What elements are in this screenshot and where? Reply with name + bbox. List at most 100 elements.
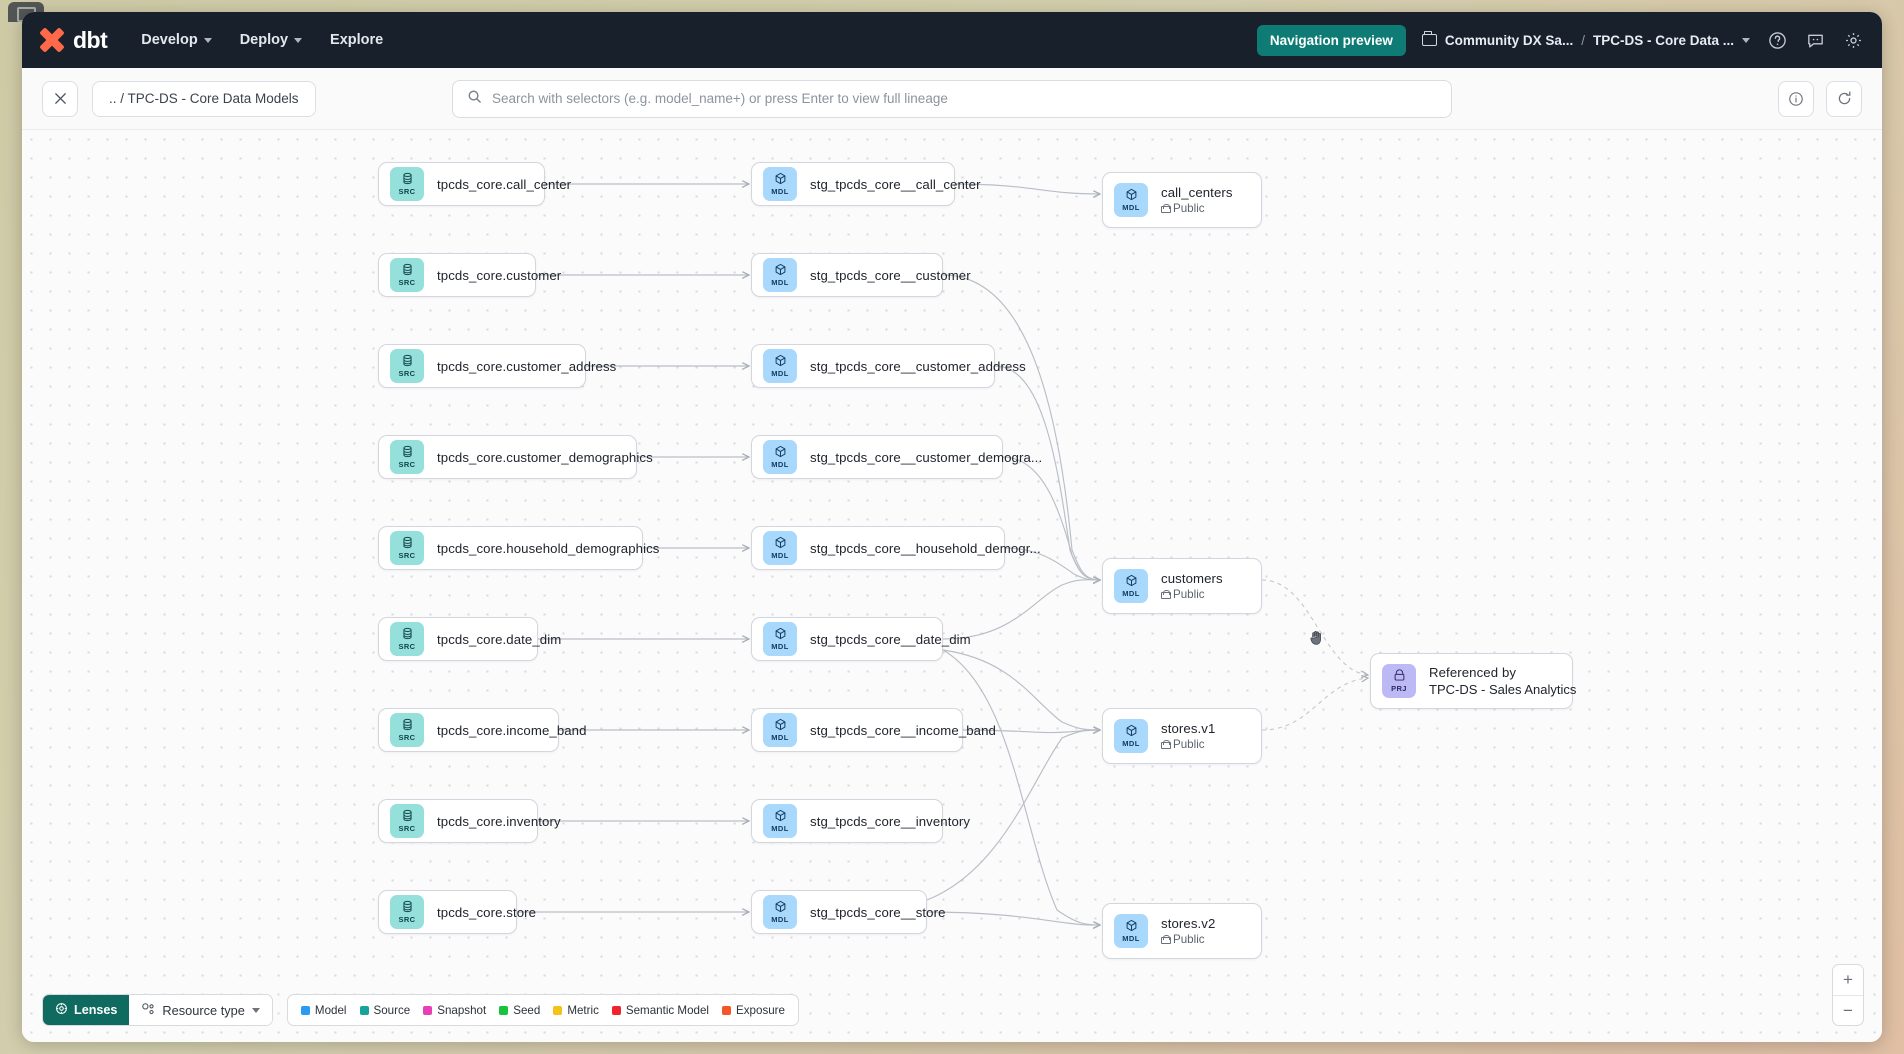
src-node-badge-icon: SRC [390,531,424,565]
lineage-search-input[interactable] [492,91,1437,106]
src-node-badge-icon: SRC [390,895,424,929]
nav-develop-label: Develop [141,32,198,48]
lineage-bottom-bar: Lenses Resource type Model Source Snapshot… [42,994,799,1026]
dbt-logo[interactable]: dbt [38,26,108,54]
settings-gear-icon[interactable] [1842,29,1864,51]
zoom-out-button[interactable]: − [1833,995,1863,1025]
src-node-badge-icon: SRC [390,440,424,474]
lenses-button[interactable]: Lenses [43,995,130,1025]
node-access-badge: Public [1161,738,1215,751]
close-lineage-button[interactable] [42,80,78,117]
node-label: customers [1161,571,1223,586]
node-label: stg_tpcds_core__call_center [810,176,981,192]
lineage-breadcrumb-pill[interactable]: .. / TPC-DS - Core Data Models [92,80,316,117]
mdl-node-badge-icon: MDL [763,258,797,292]
mdl-node-badge-icon: MDL [763,804,797,838]
lineage-refresh-button[interactable] [1826,80,1862,117]
mdl-node-badge-icon: MDL [1114,569,1148,603]
legend-item: Semantic Model [611,1004,709,1017]
mdl-node-badge-icon: MDL [763,713,797,747]
breadcrumb-project[interactable]: TPC-DS - Core Data ... [1592,32,1734,48]
dbt-wordmark: dbt [73,26,108,53]
zoom-in-button[interactable]: + [1843,970,1853,989]
node-label: Referenced by [1429,665,1517,680]
legend-label: Model [314,1003,347,1017]
legend-label: Exposure [736,1003,785,1017]
grab-cursor-icon [1310,631,1321,645]
node-label: stg_tpcds_core__customer_demogra... [810,449,1043,465]
node-label: tpcds_core.customer_demographics [437,449,653,465]
app-header: dbt Develop Deploy Explore Navigation pr… [22,12,1882,68]
lineage-search-box[interactable] [452,79,1452,118]
mdl-node-badge-icon: MDL [1114,183,1148,217]
lineage-node-source[interactable]: SRC tpcds_core.store [378,890,536,934]
legend-color-swatch [553,1005,563,1015]
lineage-node-model[interactable]: MDL stg_tpcds_core__income_band [751,708,996,752]
src-node-badge-icon: SRC [390,804,424,838]
node-label: stores.v2 [1161,916,1216,931]
header-right-group: Navigation preview Community DX Sa... / … [1256,24,1864,56]
lineage-toolbar: .. / TPC-DS - Core Data Models [22,68,1882,130]
chevron-down-icon[interactable] [1742,37,1750,43]
lineage-info-button[interactable] [1778,80,1814,117]
node-label: tpcds_core.household_demographics [437,540,660,556]
node-label: stg_tpcds_core__income_band [810,722,996,738]
legend-label: Metric [567,1003,599,1017]
legend-item: Snapshot [423,1004,486,1017]
node-label: stg_tpcds_core__inventory [810,813,971,829]
mdl-node-badge-icon: MDL [763,895,797,929]
feedback-icon[interactable] [1804,29,1826,51]
lineage-node-source[interactable]: SRC tpcds_core.customer_demographics [378,435,653,479]
help-icon[interactable] [1766,29,1788,51]
legend-color-swatch [499,1005,509,1015]
nav-item-deploy[interactable]: Deploy [240,32,303,48]
navigation-preview-button[interactable]: Navigation preview [1256,24,1406,56]
legend-item: Model [300,1003,347,1017]
nav-item-explore[interactable]: Explore [330,32,383,48]
legend-item: Seed [499,1004,540,1017]
breadcrumb-account[interactable]: Community DX Sa... [1444,32,1574,48]
chevron-down-icon [203,37,212,43]
legend-color-swatch [300,1005,310,1015]
lenses-control-group: Lenses Resource type [42,994,273,1026]
src-node-badge-icon: SRC [390,167,424,201]
legend-item: Exposure [722,1004,785,1017]
lineage-search-wrapper [452,79,1452,118]
resource-type-dropdown[interactable]: Resource type [129,995,272,1025]
node-label: tpcds_core.store [437,904,537,920]
legend-label: Source [373,1003,411,1017]
resource-type-icon [141,1002,155,1019]
lineage-node-source[interactable]: SRC tpcds_core.household_demographics [378,526,659,570]
nav-item-develop[interactable]: Develop [141,32,212,48]
node-label: stores.v1 [1161,721,1216,736]
toolbar-right-group [1778,80,1862,117]
resource-type-label: Resource type [162,1002,245,1018]
lineage-node-model[interactable]: MDL stg_tpcds_core__inventory [751,799,970,843]
folder-icon [1421,31,1437,46]
resource-type-legend: Model Source Snapshot Seed Metric Semantic Mo… [286,994,799,1026]
node-access-badge: Public [1161,588,1223,601]
node-access-label: Public [1173,588,1205,601]
src-node-badge-icon: SRC [390,258,424,292]
